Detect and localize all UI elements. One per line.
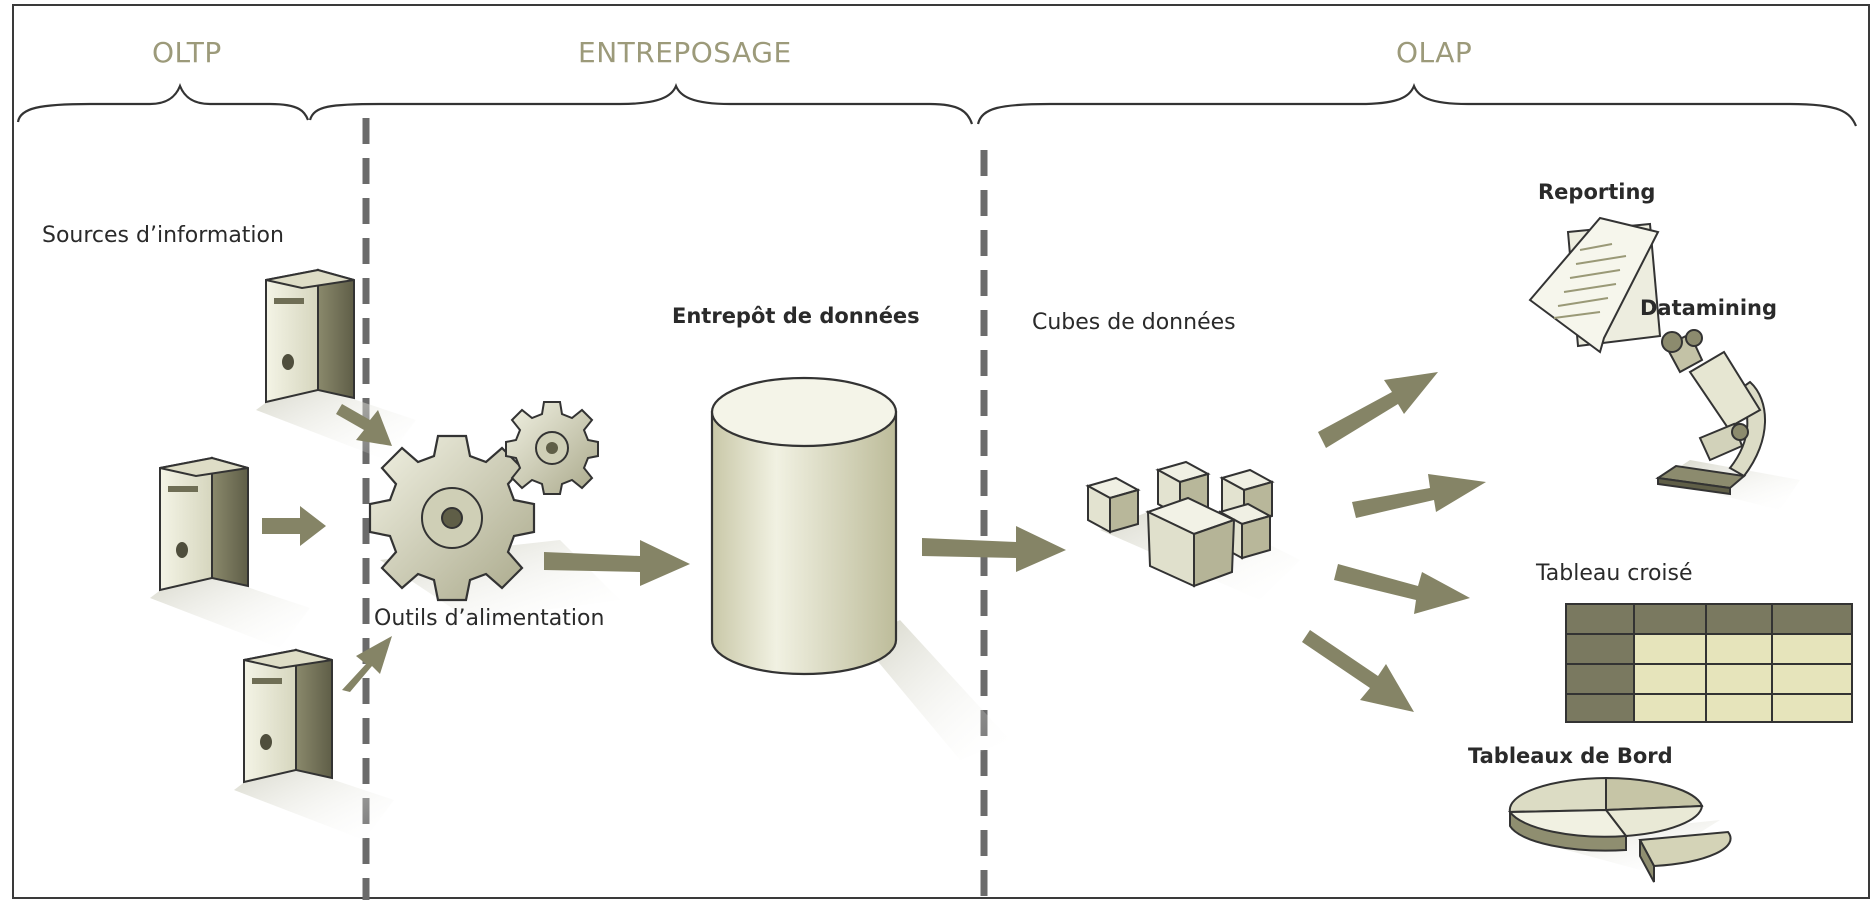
arrow-cubes-to-reporting [1318,372,1438,448]
server-icon [150,456,310,648]
phase-label-olap: OLAP [1396,36,1473,69]
arrow-source1-to-tools [336,404,392,446]
report-icon [1528,216,1662,354]
label-sources: Sources d’information [42,223,284,248]
server-icon [234,648,394,840]
cubes-icon [1085,460,1300,600]
arrow-cubes-to-dashboards [1302,630,1414,712]
arrow-tools-to-warehouse [544,540,690,586]
label-cubes: Cubes de données [1032,310,1236,335]
label-tableaux-bord: Tableaux de Bord [1468,744,1673,768]
label-outils: Outils d’alimentation [374,606,605,631]
phase-label-entreposage: ENTREPOSAGE [578,36,792,69]
brace-oltp [16,83,310,123]
gears-icon [368,401,620,620]
microscope-icon [1655,329,1800,510]
pie-chart-icon [1508,776,1732,883]
brace-entreposage [308,83,974,125]
arrow-source2-to-tools [262,506,326,546]
server-icon [256,268,416,460]
label-tableau-croise: Tableau croisé [1536,561,1693,586]
phase-label-oltp: OLTP [152,36,222,69]
crosstab-icon [1565,603,1853,723]
arrow-source3-to-tools [342,636,392,692]
label-datamining: Datamining [1640,296,1778,320]
cylinder-icon [710,376,1010,760]
arrow-cubes-to-datamining [1352,474,1486,518]
arrow-cubes-to-crosstab [1334,564,1470,614]
label-entrepot: Entrepôt de données [672,304,920,328]
brace-olap [976,83,1858,127]
arrow-warehouse-to-cubes [922,526,1066,572]
label-reporting: Reporting [1538,180,1656,204]
